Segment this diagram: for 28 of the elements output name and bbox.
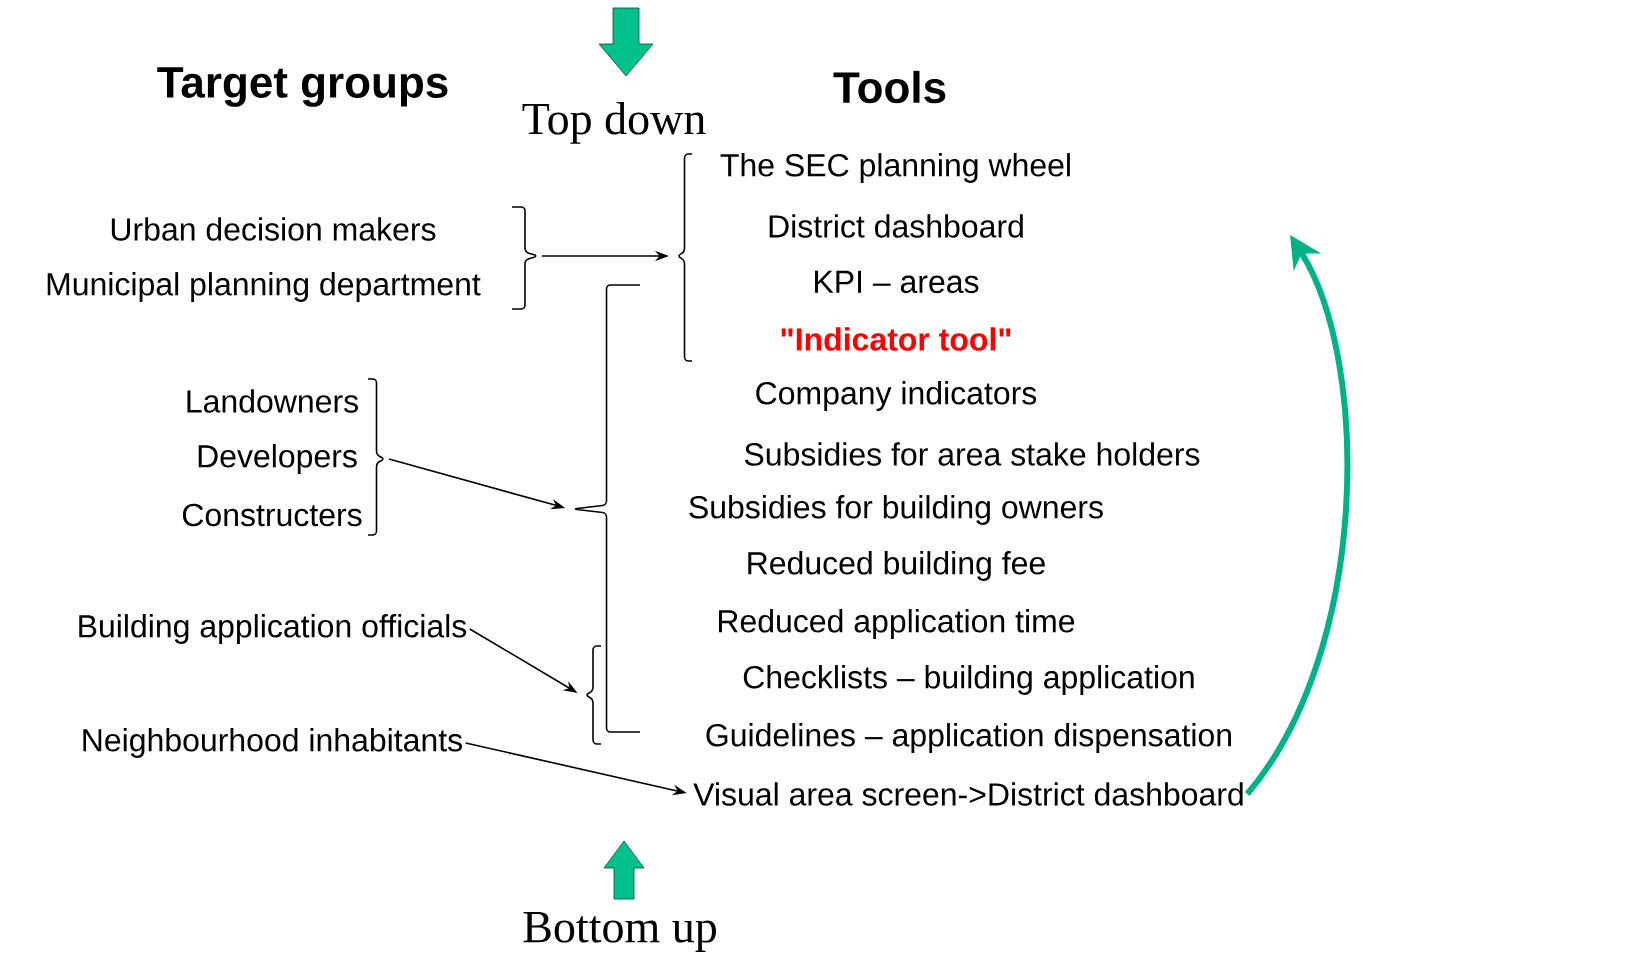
tool-text: District dashboard (769, 214, 1023, 238)
heading: Target groups (157, 67, 448, 107)
tool-text: Reduced building fee (748, 551, 1045, 581)
direction-label: Bottom up (523, 912, 716, 952)
target-group-text: Urban decision makers (111, 217, 436, 241)
target-group-text: Landowners (187, 389, 358, 413)
tool-text: Visual area screen->District dashboard (693, 782, 1243, 806)
bracket (367, 378, 384, 536)
bracket (511, 206, 537, 310)
tool-text: Reduced application time (719, 609, 1075, 639)
tool-text: KPI – areas (815, 270, 979, 294)
target-group-text: Municipal planning department (47, 272, 481, 302)
tool-text: "Indicator tool" (781, 327, 1011, 351)
target-group-text: Developers (198, 444, 357, 474)
tool-text: Checklists – building application (743, 665, 1194, 695)
heading: Tools (833, 70, 946, 104)
direction-label: Top down (522, 102, 706, 144)
bracket (574, 284, 641, 733)
tool-text: The SEC planning wheel (720, 153, 1070, 183)
tool-text: Guidelines – application dispensation (706, 723, 1231, 753)
bracket (678, 153, 693, 362)
tool-text: Subsidies for area stake holders (744, 442, 1200, 466)
tool-text: Company indicators (756, 381, 1037, 411)
bracket (586, 645, 602, 745)
tool-text: Subsidies for building owners (689, 495, 1103, 525)
target-group-text: Neighbourhood inhabitants (83, 728, 462, 758)
target-group-text: Building application officials (79, 614, 467, 644)
target-group-text: Constructers (182, 503, 362, 527)
